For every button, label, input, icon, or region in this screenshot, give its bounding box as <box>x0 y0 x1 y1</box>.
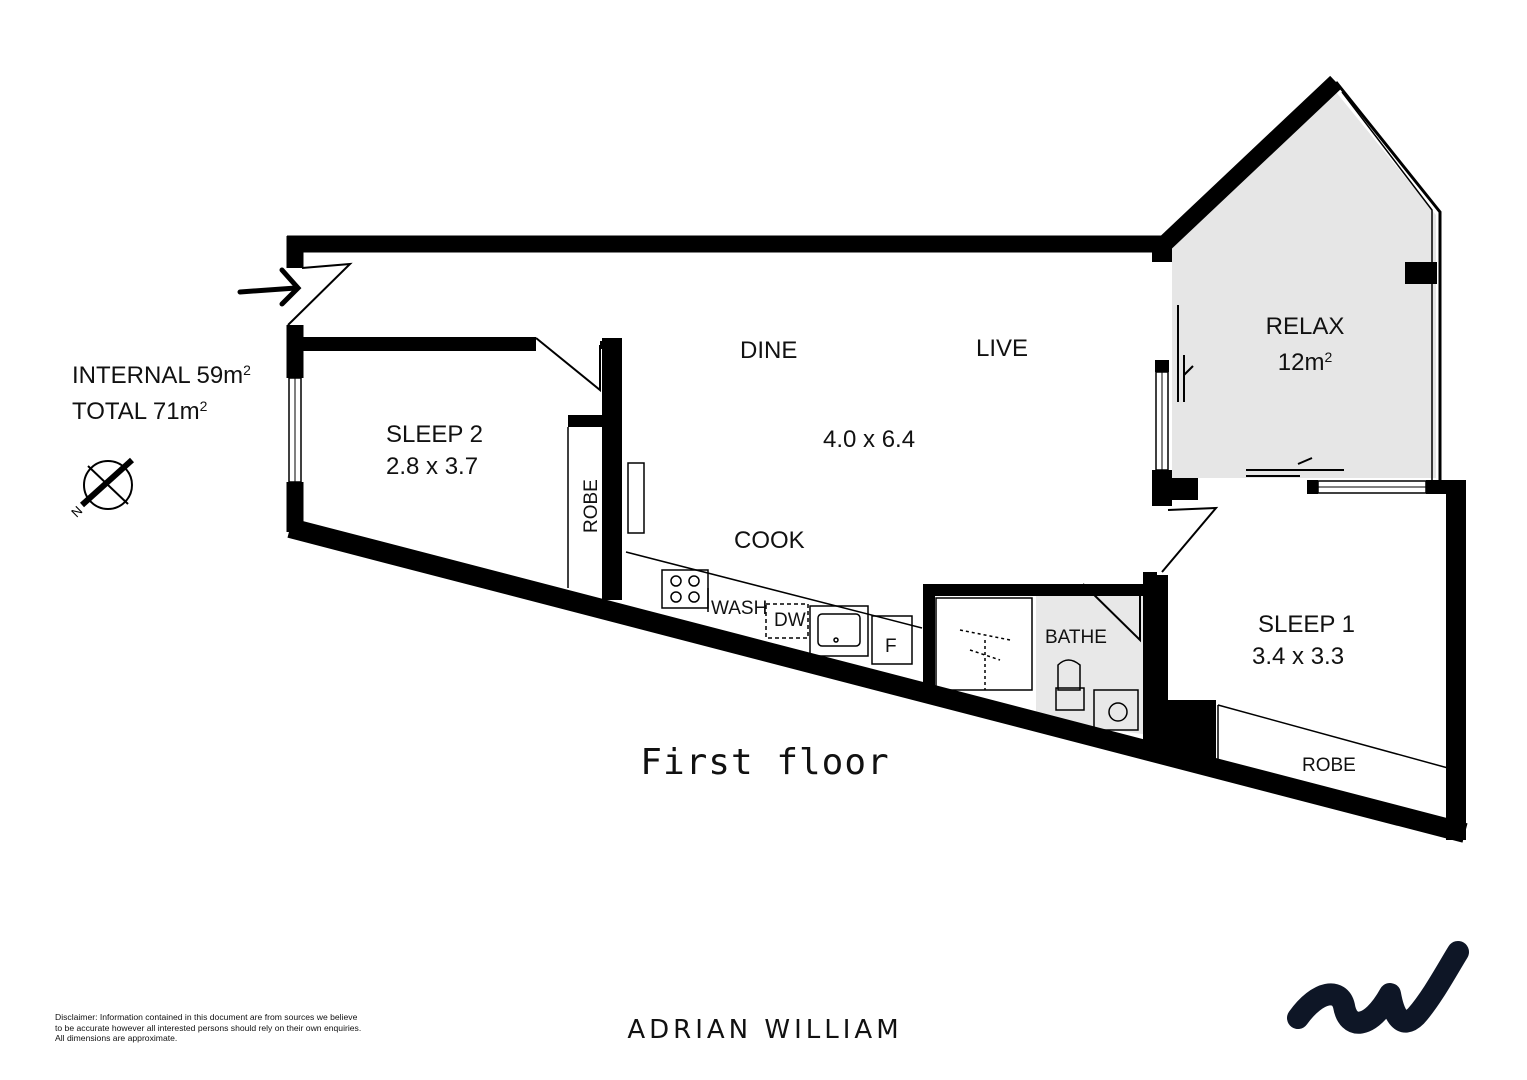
toilet <box>1057 659 1081 691</box>
wash-label: WASH <box>711 598 767 619</box>
fridge-label: F <box>885 636 897 657</box>
robe-right-label: ROBE <box>1302 755 1356 776</box>
live-label: LIVE <box>976 335 1028 362</box>
dw-label: DW <box>774 610 806 631</box>
living-size-label: 4.0 x 6.4 <box>823 426 915 453</box>
walls <box>286 75 1468 843</box>
internal-area: INTERNAL 59m2 <box>72 362 251 389</box>
floor-title: First floor <box>640 742 890 783</box>
doors <box>287 262 1344 643</box>
adrian-william-logo-icon <box>1287 941 1469 1034</box>
sink <box>809 605 869 657</box>
sleep2-label: SLEEP 2 <box>386 421 483 448</box>
disclaimer: Disclaimer: Information contained in thi… <box>55 1012 362 1043</box>
relax-room-fill <box>1172 92 1436 478</box>
cooktop <box>661 569 709 609</box>
sleep1-size-label: 3.4 x 3.3 <box>1252 643 1344 670</box>
basin <box>1093 689 1139 731</box>
entry-arrow-icon <box>237 267 302 307</box>
fridge <box>871 615 913 665</box>
room-labels: DINE LIVE 4.0 x 6.4 COOK SLEEP 2 2.8 x 3… <box>386 335 1356 776</box>
relax-label: RELAX 12m2 <box>1230 312 1380 378</box>
relax-area: 12m2 <box>1277 349 1333 376</box>
area-summary: INTERNAL 59m2 TOTAL 71m2 <box>72 355 251 427</box>
north-compass-icon: N <box>68 457 135 520</box>
fixtures <box>567 427 1449 770</box>
total-area: TOTAL 71m2 <box>72 398 208 425</box>
sleep2-size-label: 2.8 x 3.7 <box>386 453 478 480</box>
cook-label: COOK <box>734 527 805 554</box>
shower <box>935 597 1033 691</box>
bathe-label: BATHE <box>1045 627 1107 648</box>
brand-name: ADRIAN WILLIAM <box>627 1015 903 1045</box>
bath-room-fill <box>1036 584 1150 735</box>
windows <box>288 371 1427 494</box>
relax-name: RELAX <box>1265 313 1345 340</box>
robe-left-label: ROBE <box>581 479 602 533</box>
sleep1-label: SLEEP 1 <box>1258 611 1355 638</box>
dine-label: DINE <box>740 337 797 364</box>
